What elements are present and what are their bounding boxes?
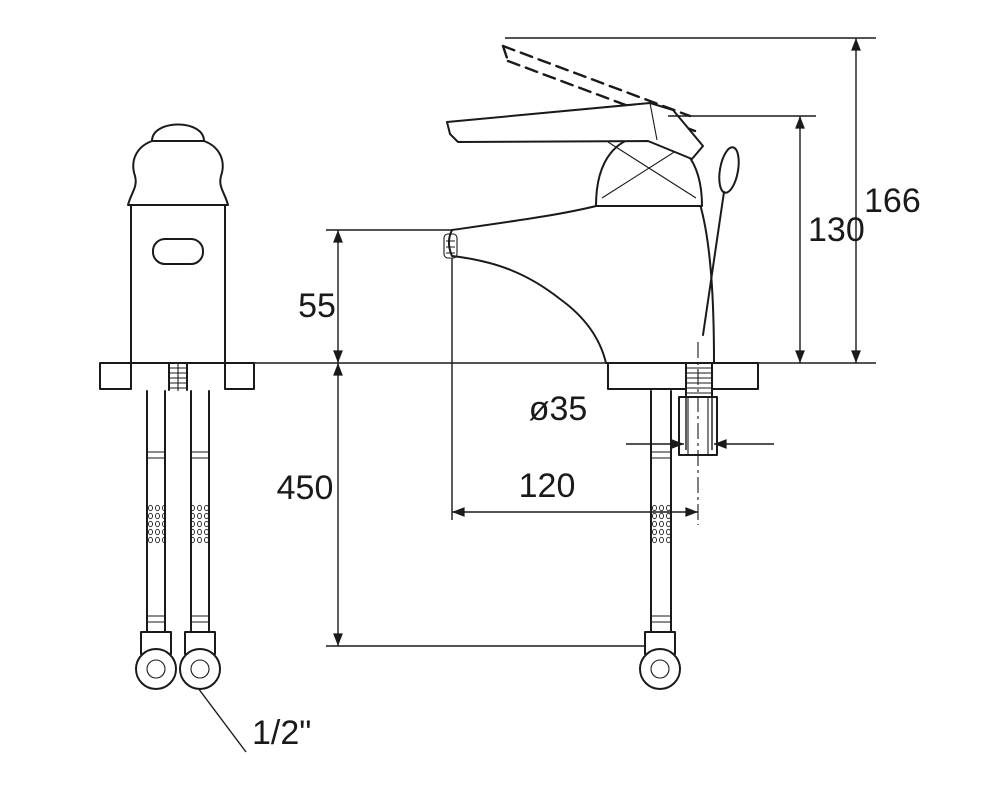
- hose-braid-texture: [147, 503, 165, 545]
- lever-handle-side: [446, 102, 704, 160]
- dim-label-overall-height: 166: [864, 182, 921, 220]
- dim-label-handle-height: 130: [808, 211, 865, 249]
- dim-label-spout-height: 55: [298, 287, 336, 325]
- dim-spout-height: 55: [298, 229, 452, 363]
- faucet-body-side: [448, 203, 715, 364]
- popup-rod: [702, 146, 740, 336]
- hose-end-nut: [135, 648, 177, 690]
- hose-end-nut: [639, 648, 681, 690]
- dim-handle-height: 130: [668, 115, 865, 363]
- dimension-annotations: 166 130 55 450 ø35: [252, 37, 921, 752]
- front-view: [99, 123, 255, 753]
- hose-braid-texture: [651, 503, 671, 545]
- hose-end-nut-inner: [146, 659, 166, 679]
- dim-connection-size: 1/2": [252, 714, 311, 752]
- dim-label-spout-reach: 120: [519, 467, 576, 505]
- threaded-shank: [685, 362, 713, 398]
- faucet-body-front: [130, 204, 226, 364]
- hose-end-nut: [179, 648, 221, 690]
- aerator-slot: [152, 238, 204, 265]
- hose-end-nut-inner: [190, 659, 210, 679]
- hose-braid-texture: [191, 503, 209, 545]
- hose-collar-lines: [191, 451, 209, 623]
- supply-hose-side: [639, 390, 681, 690]
- deck-section: [99, 362, 255, 390]
- spout-aerator-tip: [443, 233, 458, 259]
- supply-hose-left: [135, 390, 177, 690]
- dim-hole-diameter: ø35: [529, 390, 774, 450]
- hose-end-nut-inner: [650, 659, 670, 679]
- dim-overall-height: 166: [505, 37, 921, 363]
- dim-label-hole-diameter: ø35: [529, 390, 588, 428]
- connection-leader-line: [197, 687, 247, 753]
- dim-label-hose-length: 450: [277, 469, 334, 507]
- hose-collar-lines: [147, 451, 165, 623]
- supply-hose-right: [179, 390, 221, 690]
- handle-front: [127, 123, 229, 206]
- dim-hose-length: 450: [277, 363, 645, 647]
- side-view: [443, 44, 759, 690]
- dim-label-connection-size: 1/2": [252, 714, 311, 752]
- dim-spout-reach: 120: [451, 258, 698, 520]
- lever-raised-phantom: [501, 44, 697, 133]
- deck-section-side: [607, 362, 759, 390]
